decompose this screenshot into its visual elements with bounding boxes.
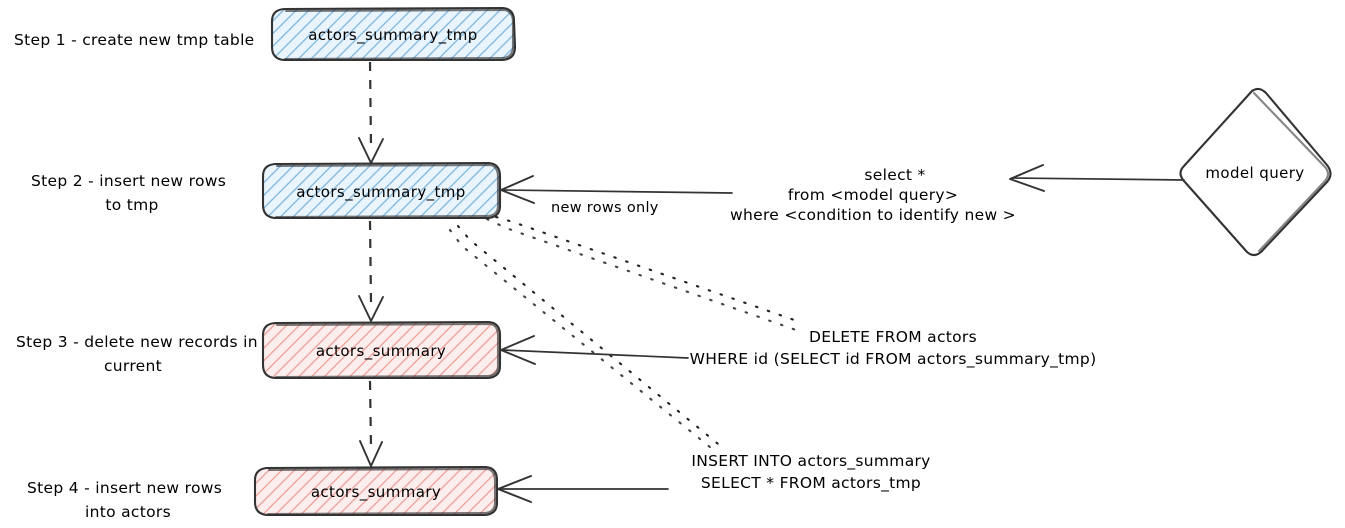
delete-sql-line1: DELETE FROM actors <box>809 328 977 346</box>
edge-step2-to-step3 <box>358 220 384 322</box>
step-3-label-line1: Step 3 - delete new records in <box>16 333 258 351</box>
dotted-edge-step2-to-delete <box>485 215 802 332</box>
select-query-text: select * from <model query> where <condi… <box>730 166 1016 224</box>
insert-sql-line1: INSERT INTO actors_summary <box>691 452 930 471</box>
delete-sql-line2: WHERE id (SELECT id FROM actors_summary_… <box>690 350 1097 369</box>
edge-label-new-rows-only: new rows only <box>551 200 659 216</box>
insert-sql-line2: SELECT * FROM actors_tmp <box>701 474 921 493</box>
step-1-group: Step 1 - create new tmp table actors_sum… <box>14 6 517 62</box>
step-1-label: Step 1 - create new tmp table <box>14 31 255 49</box>
edge-step1-to-step2 <box>358 61 384 164</box>
node-step-3-label: actors_summary <box>316 342 446 361</box>
step-3-group: Step 3 - delete new records in current a… <box>16 320 502 380</box>
step-3-label-line2: current <box>104 357 162 375</box>
step-2-label-line1: Step 2 - insert new rows <box>31 172 226 190</box>
edge-delete-to-step3 <box>500 335 689 365</box>
node-model-query-label: model query <box>1205 164 1304 182</box>
step-4-label-line1: Step 4 - insert new rows <box>27 479 222 497</box>
insert-sql-text: INSERT INTO actors_summary SELECT * FROM… <box>691 452 930 493</box>
step-4-group: Step 4 - insert new rows into actors act… <box>27 465 499 521</box>
edge-insert-to-step4 <box>497 475 669 503</box>
node-step-3[interactable]: actors_summary <box>261 320 502 380</box>
delete-sql-text: DELETE FROM actors WHERE id (SELECT id F… <box>690 328 1097 369</box>
node-step-4[interactable]: actors_summary <box>253 465 499 517</box>
node-step-2-label: actors_summary_tmp <box>296 183 465 202</box>
select-query-line3: where <condition to identify new > <box>730 206 1016 224</box>
edge-step3-to-step4 <box>359 380 383 467</box>
node-step-1[interactable]: actors_summary_tmp <box>270 6 517 62</box>
node-step-1-label: actors_summary_tmp <box>308 26 477 45</box>
node-step-4-label: actors_summary <box>311 483 441 502</box>
select-query-line1: select * <box>864 166 925 184</box>
dotted-edge-step2-to-insert <box>448 224 725 454</box>
step-2-label-line2: to tmp <box>105 196 158 214</box>
node-step-2[interactable]: actors_summary_tmp <box>261 161 502 220</box>
node-model-query[interactable]: model query <box>1179 87 1332 257</box>
step-4-label-line2: into actors <box>85 503 171 521</box>
edge-query-to-step2: new rows only <box>500 175 733 216</box>
step-2-group: Step 2 - insert new rows to tmp actors_s… <box>31 161 502 220</box>
edge-model-to-query <box>1009 164 1185 192</box>
select-query-line2: from <model query> <box>788 186 958 204</box>
